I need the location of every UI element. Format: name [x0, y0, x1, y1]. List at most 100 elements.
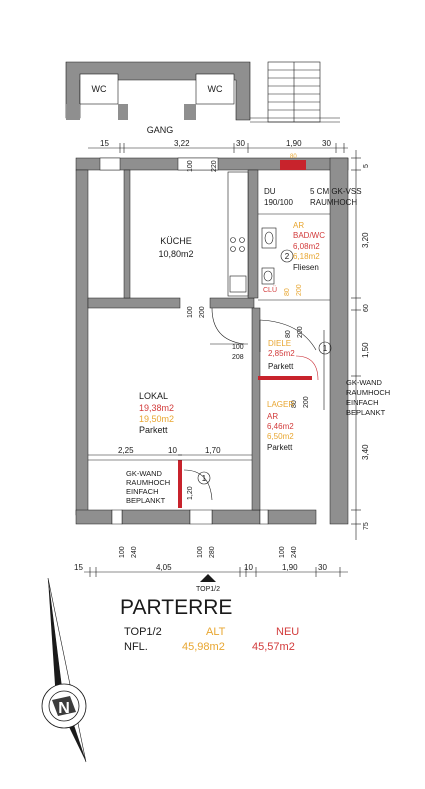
gk-left-3: EINFACH: [126, 487, 159, 496]
diele-name: DIELE: [268, 339, 291, 348]
lokal-partition: [88, 454, 252, 501]
gk-right-1: GK-WAND: [346, 378, 383, 387]
kitchen-fixtures: [227, 171, 249, 297]
dim-v5: 5: [363, 164, 370, 168]
stairs: [250, 61, 340, 123]
gk-left-2: RAUMHOCH: [126, 478, 170, 487]
bad-area-old: 6,18m2: [293, 252, 320, 261]
dim-w225: 2,25: [118, 446, 134, 455]
marker-2: 2: [285, 252, 290, 261]
dim-bot-10: 10: [244, 563, 253, 572]
gk-right-3: EINFACH: [346, 398, 379, 407]
dim-bot-405: 4,05: [156, 563, 172, 572]
dim-v320: 3,20: [361, 232, 370, 248]
dim-v340: 3,40: [361, 444, 370, 460]
du-name: DU: [264, 187, 276, 196]
section-arrow-icon: [200, 574, 216, 582]
dim-w170: 1,70: [205, 446, 221, 455]
dim-b100b: 100: [197, 546, 204, 558]
alt-header: ALT: [206, 626, 226, 638]
lager-area-new: 6,46m2: [267, 422, 294, 431]
plan-title: PARTERRE: [120, 596, 232, 619]
gk-vss-line1: 5 CM GK-VSS: [310, 187, 362, 196]
lager-name: LAGER: [267, 400, 294, 409]
bad-floor: Fliesen: [293, 263, 319, 272]
demolish-wall-lokal: [178, 460, 182, 508]
lokal-area-old: 19,50m2: [139, 414, 174, 424]
dim-l100: 100: [232, 344, 244, 351]
dim-dl80: 80: [285, 330, 292, 338]
walls: [75, 157, 349, 525]
dim-lg80: 80: [291, 400, 298, 408]
dim-v75: 75: [363, 522, 370, 530]
wc-left-label: WC: [92, 84, 107, 94]
lager-floor: Parkett: [267, 443, 293, 452]
diele-area: 2,85m2: [268, 349, 295, 358]
dim-w10: 10: [168, 446, 177, 455]
marker-1a: 1: [323, 344, 328, 353]
compass-icon: [41, 577, 87, 763]
dim-b100a: 100: [119, 546, 126, 558]
diele-floor: Parkett: [268, 362, 294, 371]
gk-left-4: BEPLANKT: [126, 496, 166, 505]
bottom-dimension-line: [84, 567, 348, 577]
bad-name: BAD/WC: [293, 231, 325, 240]
label-top: TOP1/2: [124, 626, 162, 638]
lokal-area-new: 19,38m2: [139, 403, 174, 413]
dim-bot-30: 30: [318, 563, 327, 572]
kueche-name: KÜCHE: [160, 236, 192, 246]
dim-v150: 1,50: [361, 342, 370, 358]
wc-annex: [65, 61, 251, 121]
window-gaps: [99, 157, 269, 525]
demolish-wall-top: [280, 160, 306, 170]
dim-lg200: 200: [303, 396, 310, 408]
label-nfl: NFL.: [124, 641, 148, 653]
dim-w120: 1,20: [187, 486, 194, 500]
dim-k2-100: 100: [187, 306, 194, 318]
dim-bot-15: 15: [74, 563, 83, 572]
kueche-area: 10,80m2: [158, 249, 193, 259]
neu-value: 45,57m2: [252, 641, 295, 653]
gk-vss-line2: RAUMHOCH: [310, 198, 357, 207]
ar-bad-label: AR: [293, 221, 304, 230]
gk-right-2: RAUMHOCH: [346, 388, 390, 397]
dim-dl200: 200: [297, 326, 304, 338]
dim-top-190: 1,90: [286, 139, 302, 148]
diele-doors: [259, 319, 332, 410]
neu-header: NEU: [276, 626, 299, 638]
lager-ar: AR: [267, 412, 278, 421]
gang-label: GANG: [147, 125, 174, 135]
dim-k220: 220: [211, 160, 218, 172]
dim-k100: 100: [187, 160, 194, 172]
lokal-name: LOKAL: [139, 391, 168, 401]
dim-d80: 80: [284, 288, 291, 296]
dim-bot-190: 1,90: [282, 563, 298, 572]
dim-l208: 208: [232, 354, 244, 361]
gk-left-1: GK-WAND: [126, 469, 163, 478]
dim-d200: 200: [296, 284, 303, 296]
section-marker: TOP1/2: [196, 586, 220, 593]
dim-top-322: 3,22: [174, 139, 190, 148]
dim-top-top: 80: [290, 154, 297, 160]
dim-b100c: 100: [279, 546, 286, 558]
dim-top-30a: 30: [236, 139, 245, 148]
demolish-wall-lager: [258, 376, 312, 380]
wc-right-label: WC: [208, 84, 223, 94]
dim-top-15: 15: [100, 139, 109, 148]
dim-v60: 60: [363, 304, 370, 312]
dim-k2-200: 200: [199, 306, 206, 318]
clue-label: CLÜ: [263, 286, 277, 294]
dim-b240a: 240: [131, 546, 138, 558]
dim-b240b: 240: [291, 546, 298, 558]
compass-letter: N: [58, 700, 70, 717]
alt-value: 45,98m2: [182, 641, 225, 653]
bath-walls: [258, 213, 330, 301]
dim-top-30b: 30: [322, 139, 331, 148]
top-dimension-line: [88, 143, 348, 153]
lokal-floor: Parkett: [139, 425, 168, 435]
lokal-door: [210, 307, 248, 345]
gk-right-4: BEPLANKT: [346, 408, 386, 417]
bad-area-new: 6,08m2: [293, 242, 320, 251]
dim-b280: 280: [209, 546, 216, 558]
